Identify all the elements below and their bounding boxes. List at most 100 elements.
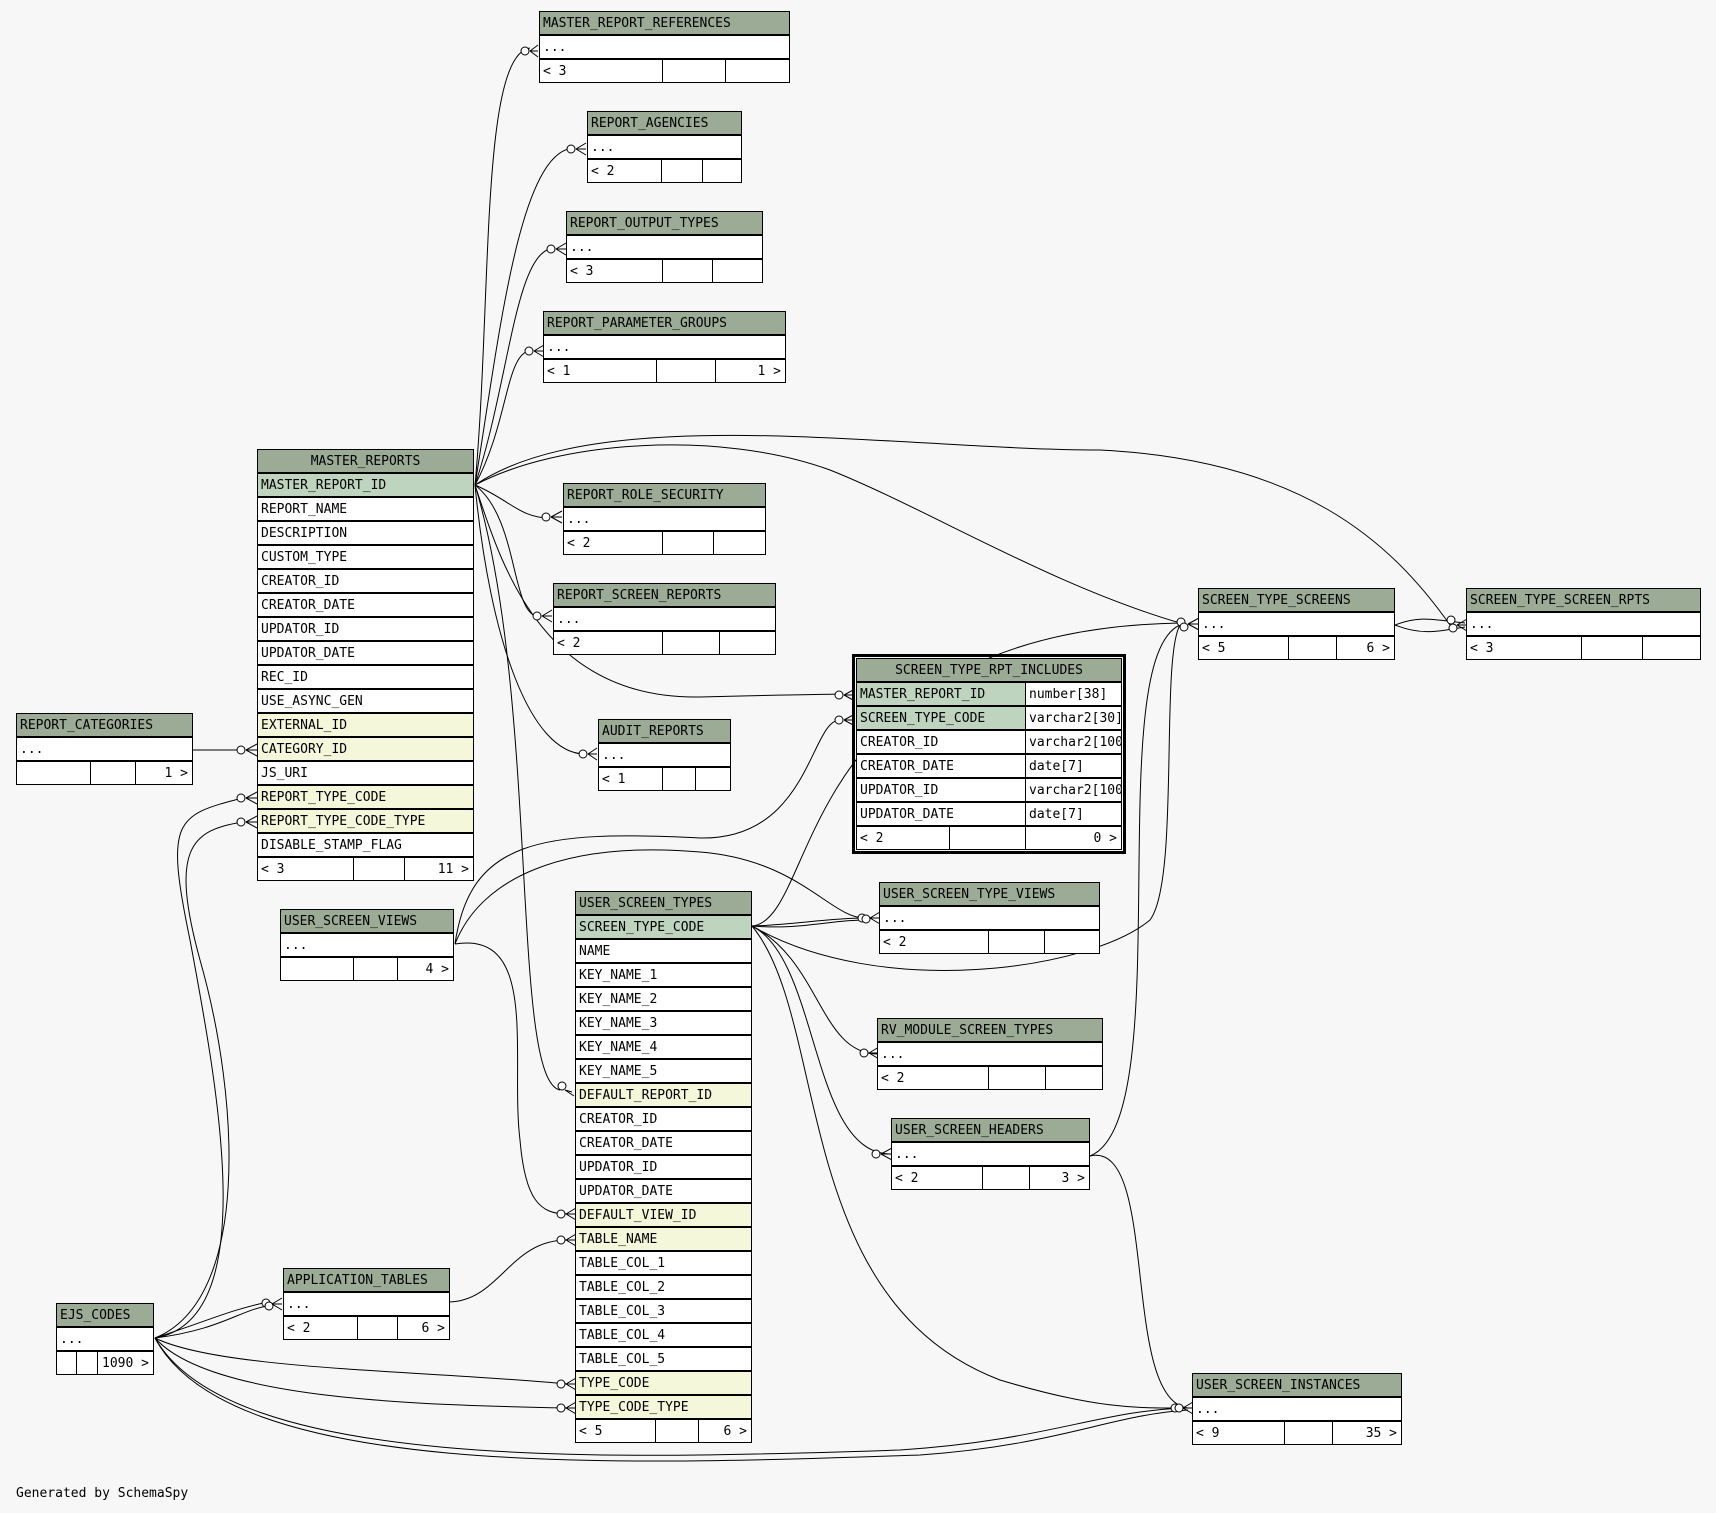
table-report-role-security[interactable]: REPORT_ROLE_SECURITY ... < 2 [563,483,766,555]
column-creator-date: CREATOR_DATE [579,1136,673,1151]
child-count: 35 > [1365,1426,1397,1441]
table-ejs-codes[interactable]: EJS_CODES ... 1090 > [56,1303,154,1375]
table-report-categories[interactable]: REPORT_CATEGORIES ... 1 > [16,713,193,785]
parent-count: < 5 [579,1424,603,1439]
table-name: USER_SCREEN_HEADERS [895,1123,1044,1138]
column-use-async-gen: USE_ASYNC_GEN [261,694,363,709]
column-table-col-2: TABLE_COL_2 [579,1280,666,1295]
table-screen-type-screen-rpts[interactable]: SCREEN_TYPE_SCREEN_RPTS ... < 3 [1466,588,1701,660]
column-default-report-id: DEFAULT_REPORT_ID [579,1088,713,1103]
parent-count: < 1 [547,364,571,379]
table-screen-type-rpt-includes[interactable]: SCREEN_TYPE_RPT_INCLUDES MASTER_REPORT_I… [852,654,1126,854]
table-audit-reports[interactable]: AUDIT_REPORTS ... < 1 [598,719,731,791]
rel-ejs-report-type [154,797,244,1339]
rel-ejs-type-code-type [154,1337,568,1409]
columns-collapsed: ... [547,340,571,355]
column-type: date[7] [1029,807,1084,822]
column-type: number[38] [1026,683,1121,705]
parent-count: < 5 [1202,641,1226,656]
column-screen-type-code: SCREEN_TYPE_CODE [579,920,705,935]
rel-master-reports-screen-reports [474,484,541,618]
child-count: 1090 > [102,1356,149,1371]
column-updator-id: UPDATOR_ID [579,1160,658,1175]
rel-types-rpt-includes [751,622,1181,927]
table-rv-module-screen-types[interactable]: RV_MODULE_SCREEN_TYPES ... < 2 [877,1018,1103,1090]
rel-types-type-views [751,917,866,927]
parent-count: < 9 [1196,1426,1220,1441]
rel-views-type-views [454,849,866,945]
columns-collapsed: ... [567,512,591,527]
table-master-reports[interactable]: MASTER_REPORTS MASTER_REPORT_ID REPORT_N… [257,449,474,881]
rel-master-reports-output-types [474,247,556,486]
rel-master-reports-references [474,47,531,486]
table-name: MASTER_REPORT_REFERENCES [543,16,731,31]
parent-count: < 2 [567,536,591,551]
child-count: 0 > [1093,831,1117,846]
table-name: SCREEN_TYPE_SCREENS [1202,593,1351,608]
column-key-name-2: KEY_NAME_2 [579,992,658,1007]
rel-master-reports-rpt-includes [474,484,841,698]
column-report-name: REPORT_NAME [261,502,348,517]
column-type-code: TYPE_CODE [579,1376,650,1391]
column-creator-date: CREATOR_DATE [860,759,954,774]
rel-master-reports-default-report [474,484,561,1091]
column-rec-id: REC_ID [261,670,308,685]
table-report-screen-reports[interactable]: REPORT_SCREEN_REPORTS ... < 2 [553,583,776,655]
columns-collapsed: ... [895,1147,919,1162]
table-user-screen-types[interactable]: USER_SCREEN_TYPES SCREEN_TYPE_CODE NAME … [575,891,752,1443]
parent-count: < 2 [883,935,907,950]
table-name: RV_MODULE_SCREEN_TYPES [881,1023,1054,1038]
rel-screens-screen-rpts-1 [1394,618,1466,626]
column-type: varchar2[100] [1029,735,1122,750]
table-name: SCREEN_TYPE_RPT_INCLUDES [895,663,1083,678]
column-creator-id: CREATOR_ID [860,735,939,750]
column-external-id: EXTERNAL_ID [261,718,348,733]
table-name: USER_SCREEN_TYPES [579,896,713,911]
column-custom-type: CUSTOM_TYPE [261,550,348,565]
rel-master-reports-audit [474,484,586,755]
column-key-name-3: KEY_NAME_3 [579,1016,658,1031]
table-report-agencies[interactable]: REPORT_AGENCIES ... < 2 [587,111,742,183]
columns-collapsed: ... [883,911,907,926]
columns-collapsed: ... [557,612,581,627]
table-name: REPORT_SCREEN_REPORTS [557,588,722,603]
columns-collapsed: ... [1470,617,1494,632]
child-count: 6 > [421,1321,445,1336]
rel-master-reports-role-security [474,484,551,519]
column-report-type-code: REPORT_TYPE_CODE [261,790,387,805]
table-user-screen-views[interactable]: USER_SCREEN_VIEWS ... 4 > [280,909,454,981]
table-name: AUDIT_REPORTS [602,724,704,739]
column-description: DESCRIPTION [261,526,348,541]
rel-types-instances [751,925,1189,1409]
table-name: SCREEN_TYPE_SCREEN_RPTS [1470,593,1651,608]
column-updator-id: UPDATOR_ID [860,783,939,798]
rel-types-type-views-2 [751,919,866,928]
table-name: REPORT_OUTPUT_TYPES [570,216,719,231]
table-report-output-types[interactable]: REPORT_OUTPUT_TYPES ... < 3 [566,211,763,283]
table-name: REPORT_CATEGORIES [20,718,154,733]
table-master-report-references[interactable]: MASTER_REPORT_REFERENCES ... < 3 [539,11,790,83]
child-count: 6 > [1366,641,1390,656]
parent-count: < 2 [860,831,884,846]
rel-app-tables-table-name [449,1239,568,1303]
table-name: MASTER_REPORTS [310,454,421,469]
columns-collapsed: ... [60,1332,84,1347]
table-user-screen-type-views[interactable]: USER_SCREEN_TYPE_VIEWS ... < 2 [879,882,1100,954]
rel-ejs-app-tables-1 [154,1301,269,1339]
parent-count: < 2 [881,1071,905,1086]
column-js-uri: JS_URI [261,766,308,781]
column-screen-type-code: SCREEN_TYPE_CODE [860,711,986,726]
columns-collapsed: ... [591,140,615,155]
table-name: EJS_CODES [60,1308,131,1323]
column-type-code-type: TYPE_CODE_TYPE [579,1400,689,1415]
rel-ejs-report-type-type [154,821,244,1339]
rel-ejs-instances-1 [154,1337,1189,1456]
column-updator-date: UPDATOR_DATE [579,1184,673,1199]
generated-by-label: Generated by SchemaSpy [16,1486,189,1501]
